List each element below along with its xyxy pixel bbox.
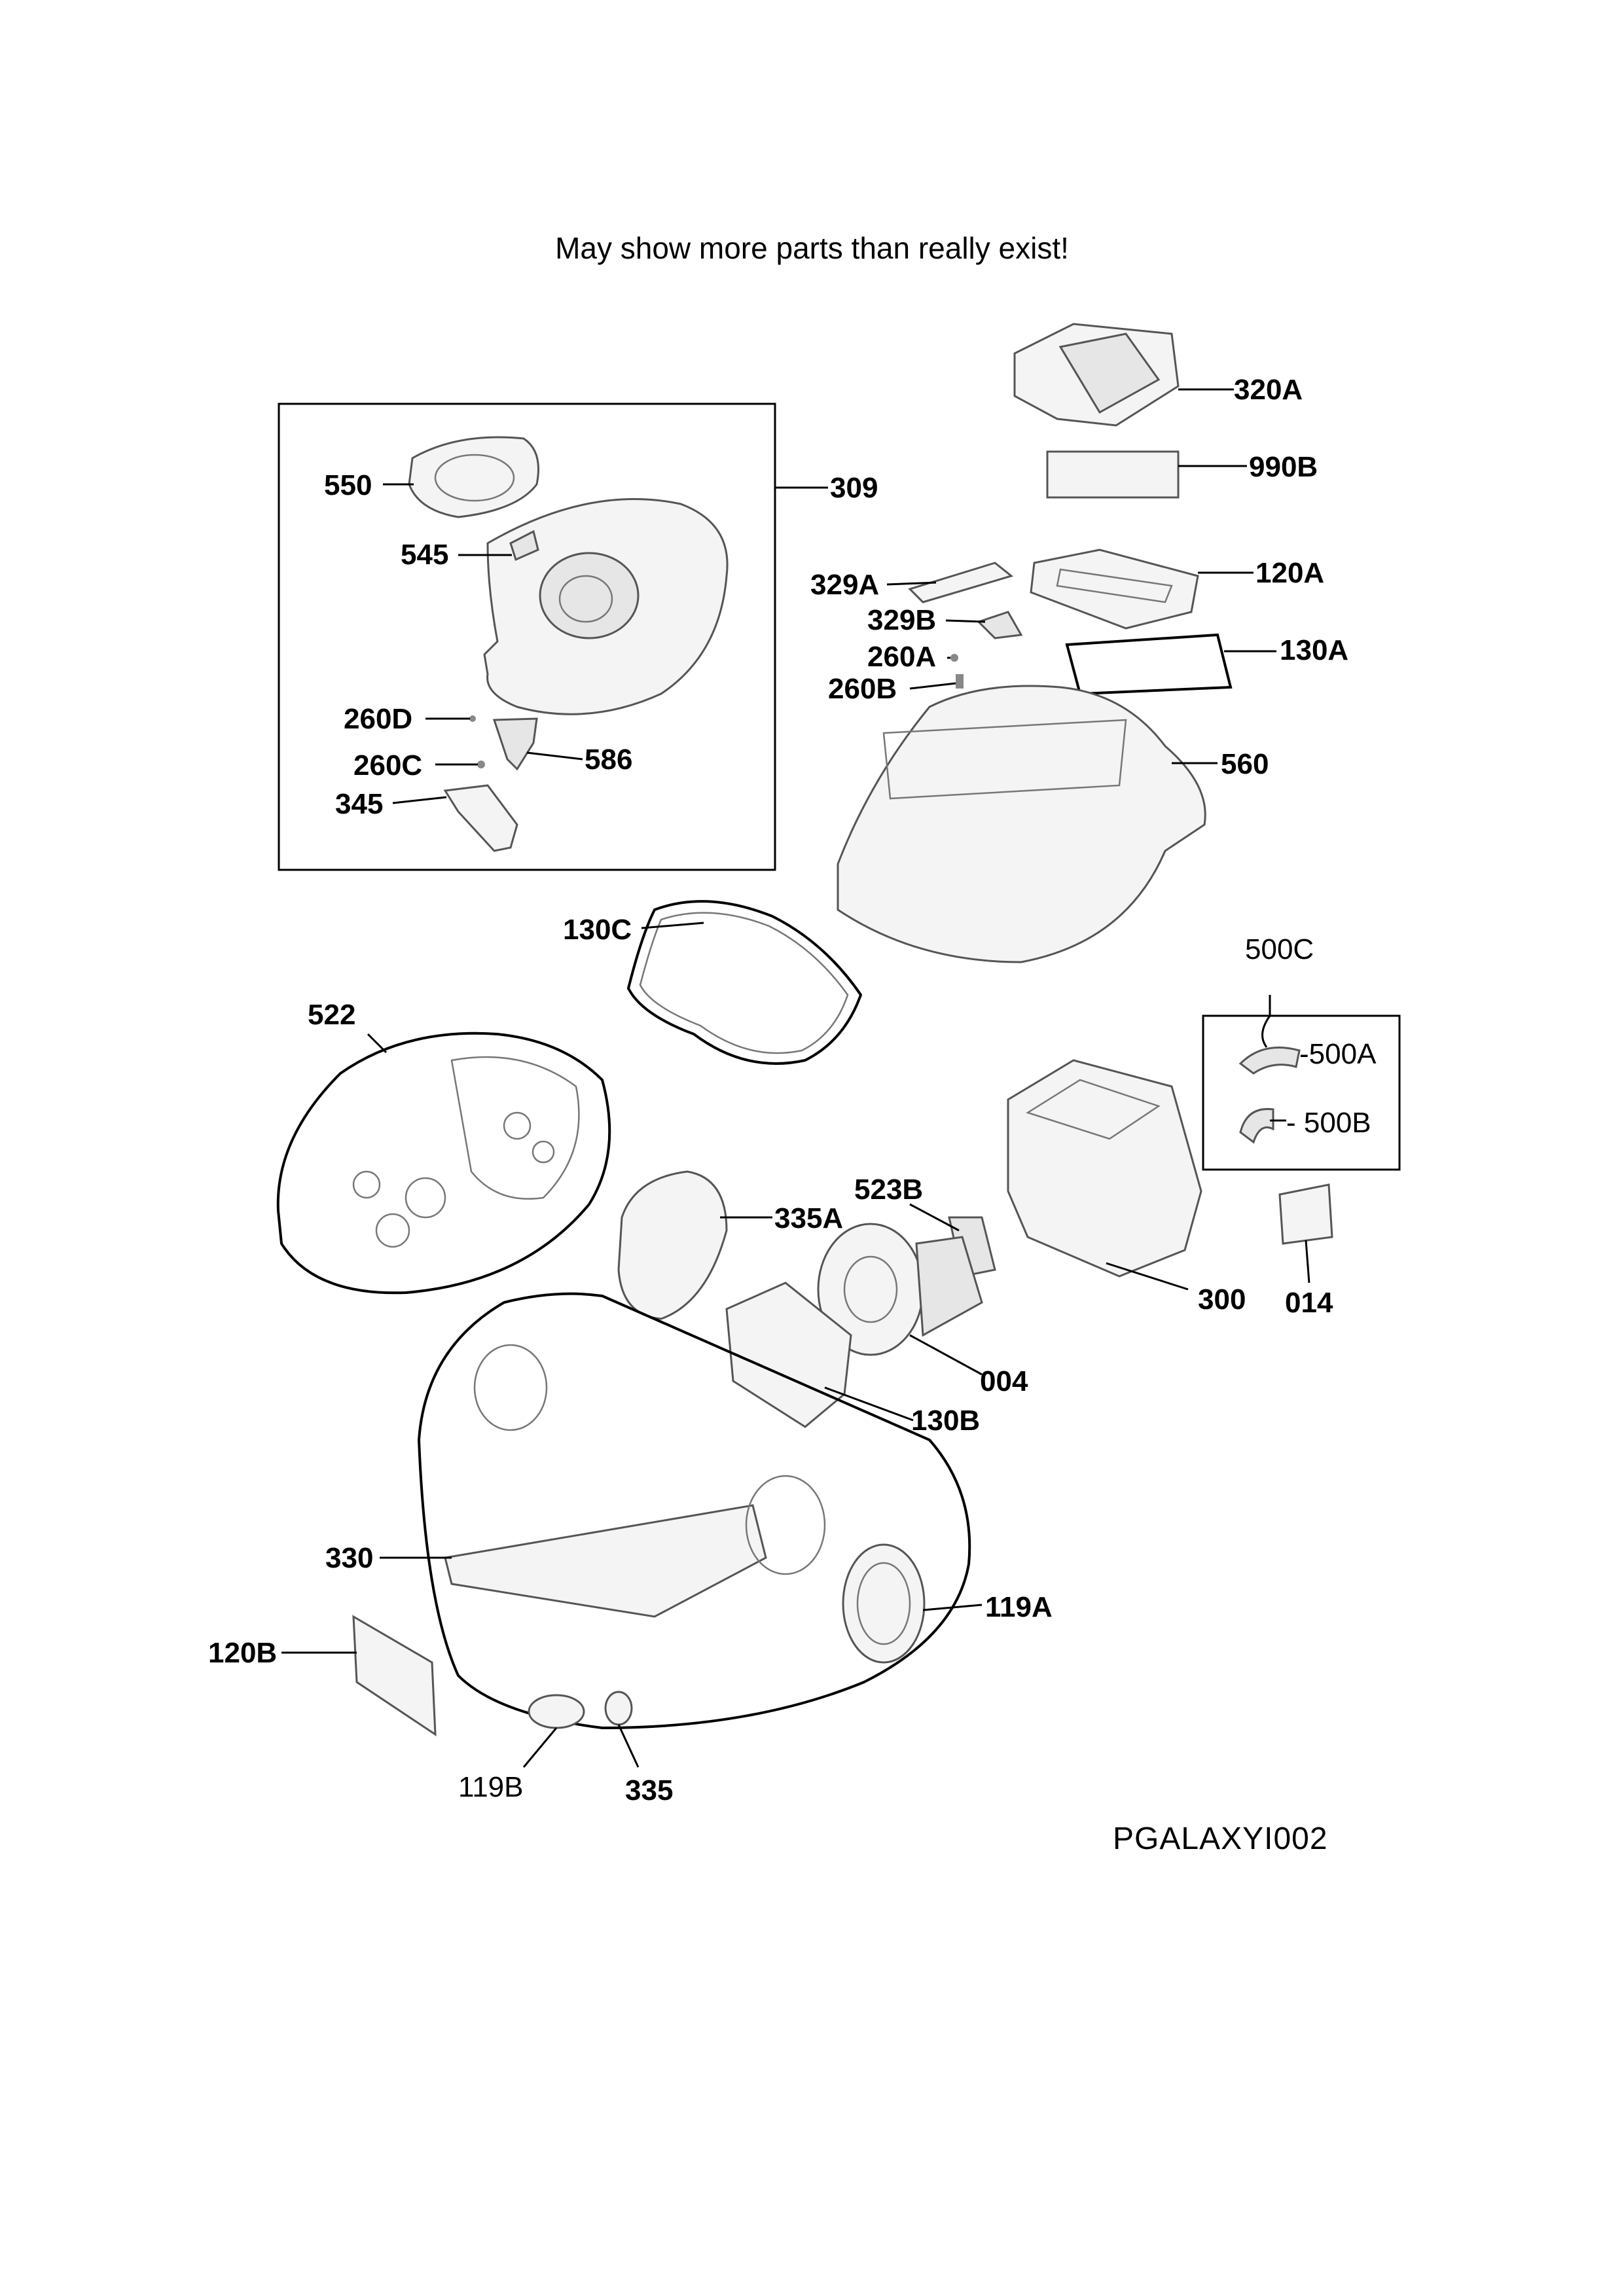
label-260D: 260D <box>344 703 412 735</box>
label-345: 345 <box>335 788 383 820</box>
part-120A[interactable] <box>1030 548 1199 630</box>
part-500B[interactable] <box>1239 1107 1274 1144</box>
label-550: 550 <box>324 469 372 501</box>
part-586[interactable] <box>492 717 538 771</box>
label-500A: -500A <box>1299 1038 1377 1070</box>
label-119B: 119B <box>458 1771 524 1803</box>
part-130A[interactable] <box>1065 633 1233 696</box>
label-120A: 120A <box>1255 557 1324 589</box>
part-335A[interactable] <box>617 1170 728 1320</box>
part-560[interactable] <box>837 685 1206 963</box>
label-130B: 130B <box>911 1405 980 1437</box>
label-260A: 260A <box>867 641 936 673</box>
part-300[interactable] <box>1007 1059 1202 1278</box>
label-004: 004 <box>980 1365 1028 1397</box>
label-300: 300 <box>1198 1283 1246 1316</box>
diagram-code: PGALAXYI002 <box>1113 1821 1328 1856</box>
label-500B: - 500B <box>1286 1107 1371 1139</box>
label-014: 014 <box>1285 1287 1333 1319</box>
part-522[interactable] <box>276 1031 611 1295</box>
label-320A: 320A <box>1234 374 1303 406</box>
part-260C[interactable] <box>477 761 485 768</box>
group-309-box <box>278 403 776 871</box>
leader-lines <box>281 388 1310 1768</box>
part-014[interactable] <box>1278 1183 1333 1245</box>
part-550[interactable] <box>408 436 539 518</box>
label-560: 560 <box>1221 748 1269 780</box>
part-500A[interactable] <box>1238 1047 1301 1075</box>
label-990B: 990B <box>1249 451 1318 483</box>
label-260B: 260B <box>828 673 897 705</box>
part-990B[interactable] <box>1046 450 1180 499</box>
label-523B: 523B <box>854 1174 923 1206</box>
label-586: 586 <box>585 744 632 776</box>
part-320A[interactable] <box>1013 323 1180 427</box>
part-119B[interactable] <box>528 1694 585 1729</box>
diagram-note: May show more parts than really exist! <box>555 231 1069 265</box>
group-500C-box <box>1202 1014 1401 1171</box>
part-130C-inner <box>639 912 849 1054</box>
label-130C: 130C <box>563 914 632 946</box>
part-260A[interactable] <box>950 654 958 662</box>
label-309: 309 <box>830 472 878 504</box>
part-329B[interactable] <box>977 611 1023 639</box>
part-329A[interactable] <box>908 562 1014 603</box>
label-329A: 329A <box>810 569 879 601</box>
part-260D[interactable] <box>469 715 476 722</box>
label-500C: 500C <box>1245 933 1314 965</box>
part-119A[interactable] <box>842 1543 926 1664</box>
label-120B: 120B <box>208 1637 277 1669</box>
label-330: 330 <box>325 1542 373 1574</box>
label-522: 522 <box>308 999 355 1031</box>
part-260B[interactable] <box>956 674 964 689</box>
part-120B[interactable] <box>352 1615 437 1736</box>
label-130A: 130A <box>1280 634 1348 666</box>
label-335: 335 <box>625 1774 673 1806</box>
part-004[interactable] <box>817 1223 983 1356</box>
part-309[interactable] <box>483 498 729 715</box>
part-545[interactable] <box>509 529 539 562</box>
label-329B: 329B <box>867 604 936 636</box>
label-545: 545 <box>401 539 448 571</box>
part-330[interactable] <box>417 1292 971 1730</box>
part-345[interactable] <box>443 784 518 852</box>
label-260C: 260C <box>353 749 422 781</box>
label-335A: 335A <box>774 1202 843 1234</box>
label-119A: 119A <box>985 1591 1053 1623</box>
part-335[interactable] <box>604 1691 633 1726</box>
part-130C[interactable] <box>626 900 863 1065</box>
